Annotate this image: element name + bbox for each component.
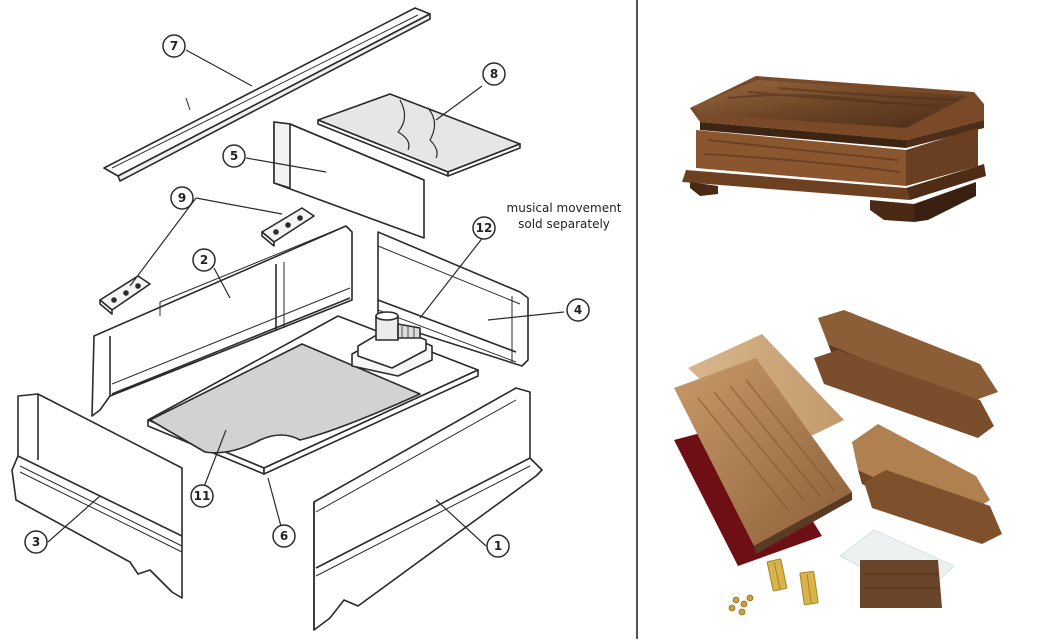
annotation-line-2: sold separately	[518, 217, 610, 231]
kit-parts-photo	[674, 310, 1002, 616]
callout-9: 9	[178, 191, 186, 205]
callout-8: 8	[490, 67, 498, 81]
part-back-panel	[273, 121, 425, 239]
part-glass-panel	[317, 93, 521, 177]
part-felt-liner	[149, 343, 421, 454]
part-musical-movement	[351, 311, 433, 377]
part-hinges	[99, 207, 315, 315]
part-lid	[103, 7, 431, 182]
callout-5: 5	[230, 149, 238, 163]
callout-1: 1	[494, 539, 502, 553]
callout-12: 12	[476, 221, 493, 235]
finished-music-box-photo	[682, 76, 986, 222]
callout-11: 11	[194, 489, 211, 503]
callout-2: 2	[200, 253, 208, 267]
exploded-assembly-diagram: 7 8 5 9 2 12 4 3 11 6 1 musical movement…	[11, 7, 622, 631]
annotation-line-1: musical movement	[507, 201, 622, 215]
callout-6: 6	[280, 529, 288, 543]
callout-4: 4	[574, 303, 582, 317]
part-back-wall	[91, 225, 353, 417]
divider	[636, 0, 638, 639]
product-photos	[638, 0, 1041, 639]
part-front-right-wall	[313, 387, 543, 631]
callout-3: 3	[32, 535, 40, 549]
part-left-front-wall	[11, 393, 183, 599]
callout-7: 7	[170, 39, 178, 53]
